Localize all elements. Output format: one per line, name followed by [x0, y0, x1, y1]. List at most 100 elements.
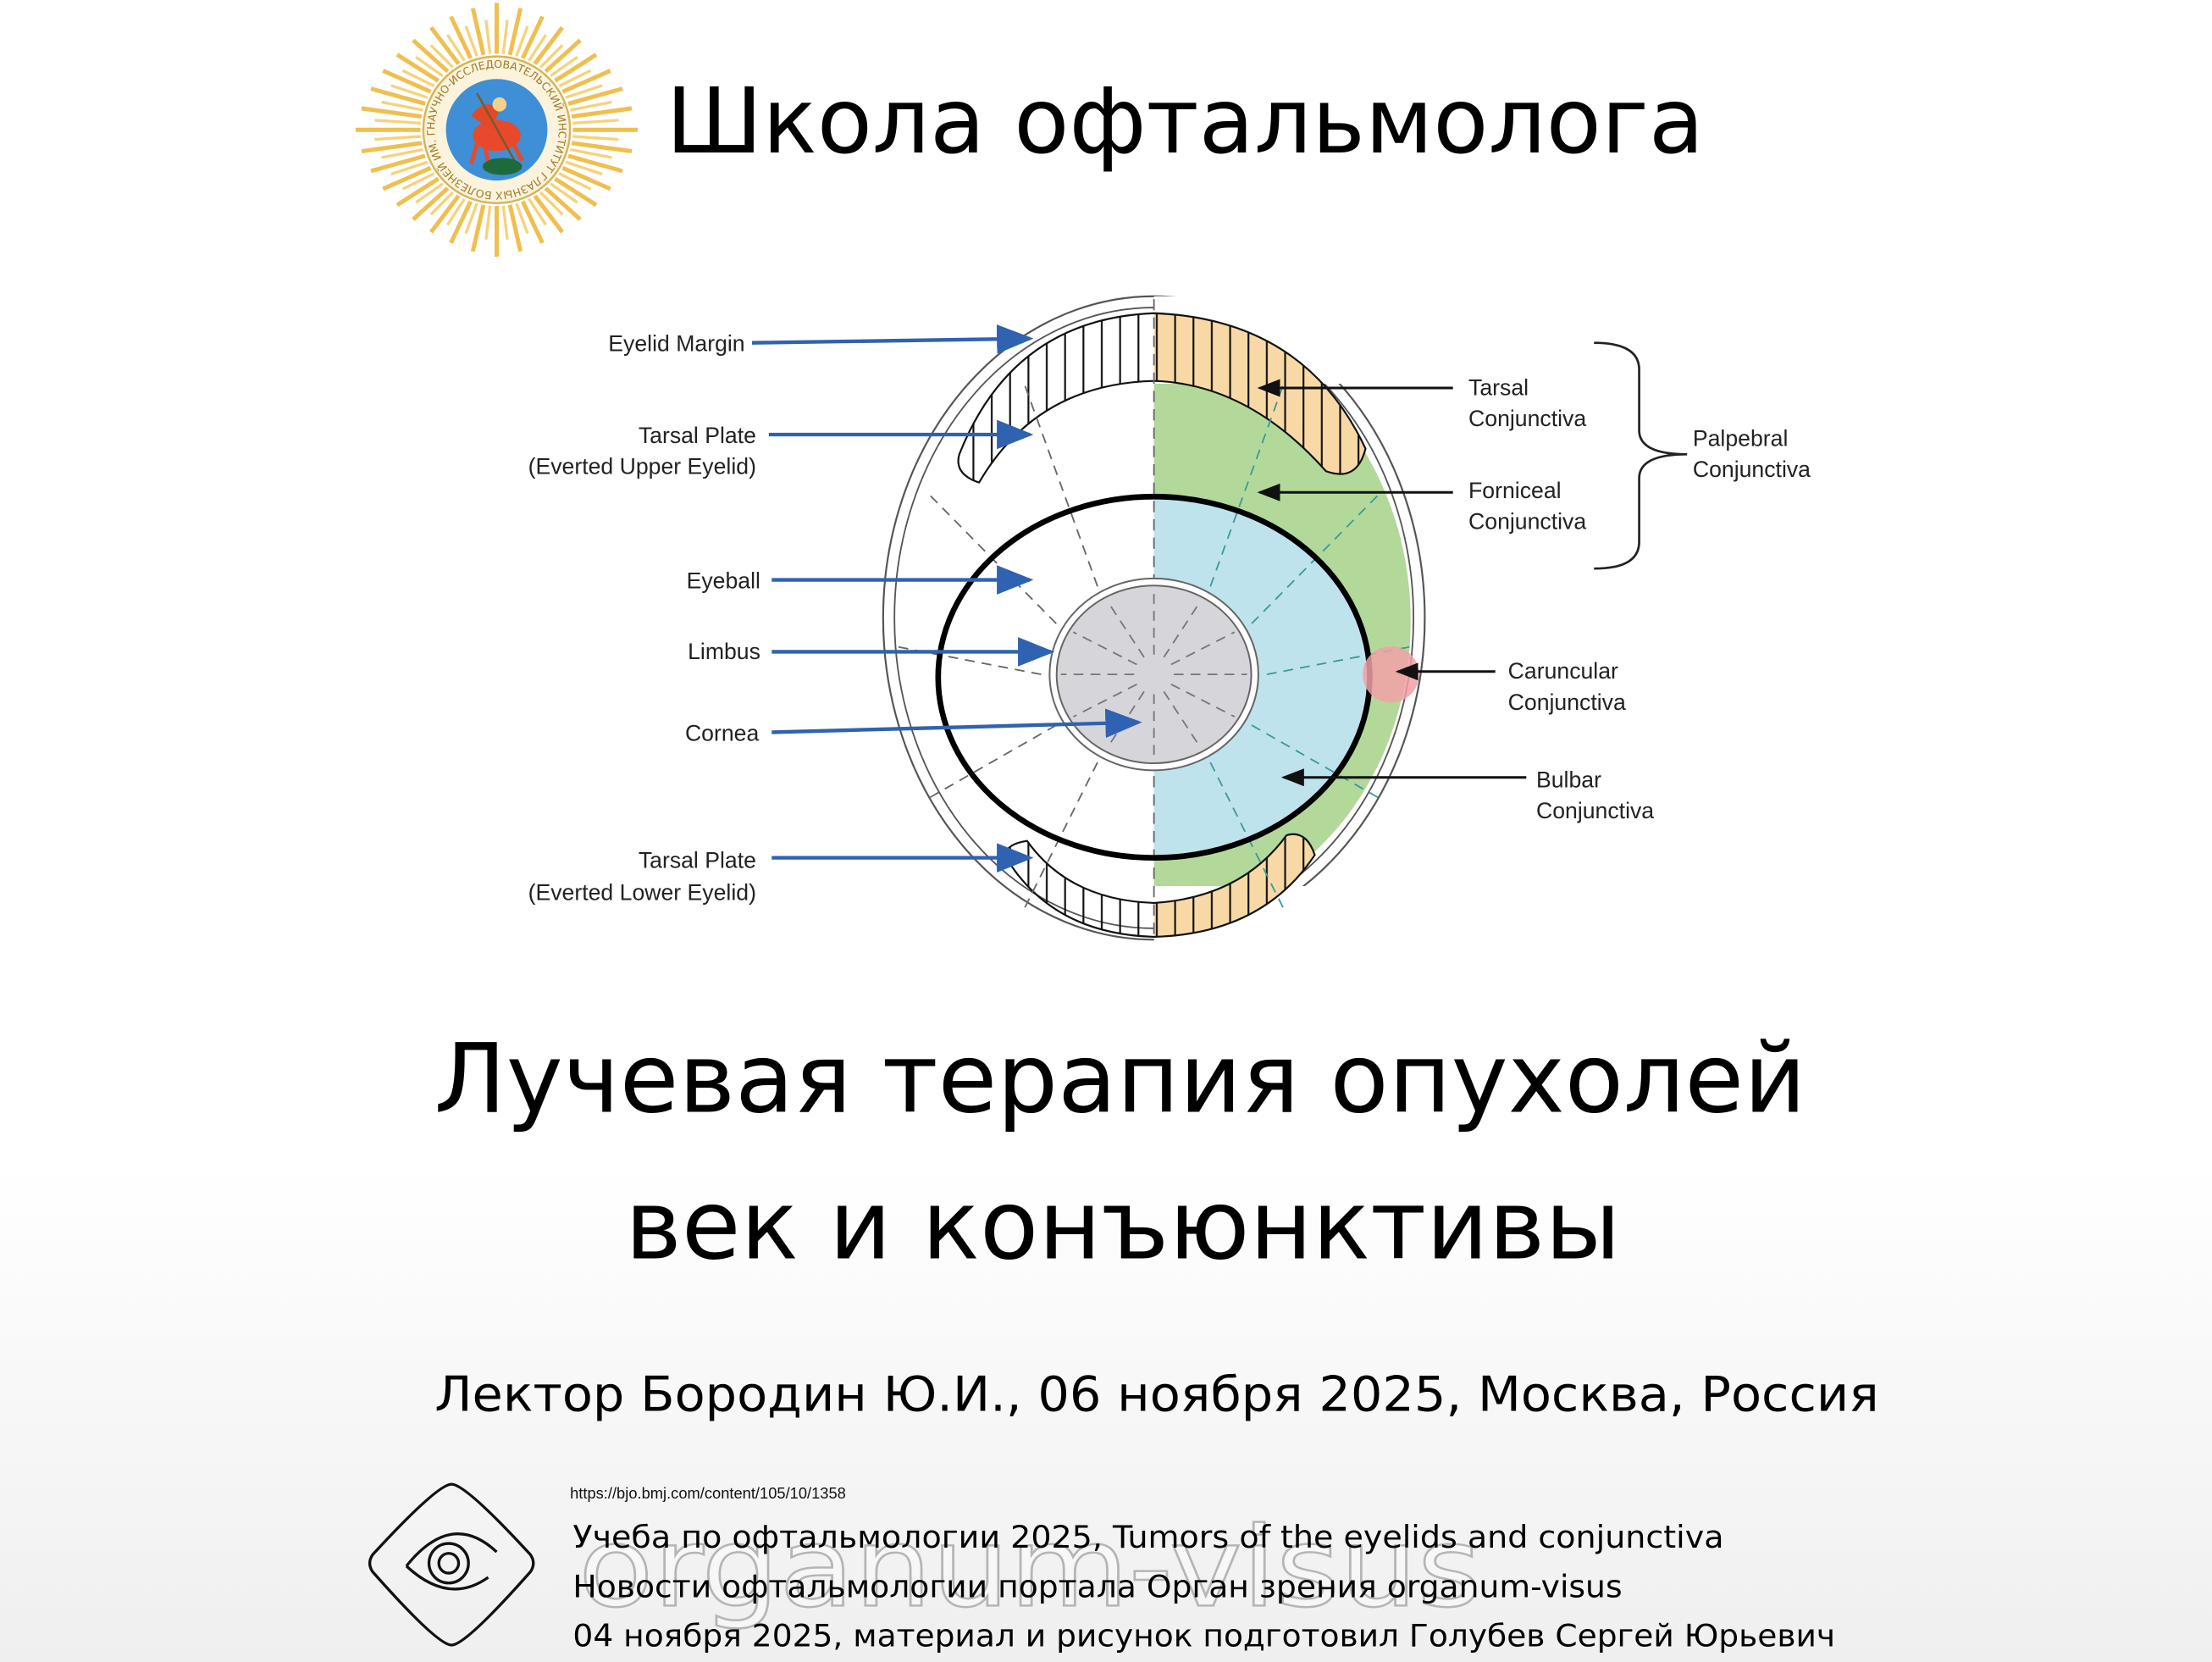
label-tarsal-upper: Tarsal Plate [639, 423, 756, 448]
logo-ray [470, 204, 486, 252]
logo-ray [571, 141, 633, 154]
logo-ray [445, 197, 466, 226]
watermark: organum-visus [578, 1503, 1481, 1632]
logo-ray [501, 19, 509, 54]
cornea-radial-line [1170, 683, 1236, 717]
label-bulbar: Bulbar [1536, 767, 1601, 792]
school-title: Школа офтальмолога [666, 69, 1704, 175]
logo-ray [395, 53, 440, 83]
footer-line2: Новости офтальмологии портала Орган зрен… [572, 1568, 1622, 1604]
logo-ray [429, 25, 461, 65]
logo-ray [567, 86, 623, 106]
logo-ray [381, 100, 423, 112]
logo-ray [484, 205, 492, 241]
logo-ray [464, 25, 478, 57]
palpebral-brace [1594, 341, 1688, 570]
logo-ray [415, 182, 444, 204]
label-bulbar-conj: Conjunctiva [1536, 798, 1654, 823]
lecture-title-line1: Лучевая терапия опухолей [434, 1022, 1806, 1134]
logo-ray [561, 165, 611, 191]
caruncle [1363, 645, 1419, 703]
logo-ray [561, 69, 611, 94]
logo-ray [533, 25, 564, 65]
logo-ray [470, 8, 486, 56]
label-limbus: Limbus [688, 639, 760, 664]
cornea-radial-line [1170, 631, 1236, 666]
logo-ray [528, 197, 548, 226]
cornea-arrow [771, 708, 1142, 739]
source-url[interactable]: https://bjo.bmj.com/content/105/10/1358 [570, 1484, 846, 1502]
logo-ray [484, 19, 492, 54]
cornea-radial-line [1106, 601, 1145, 658]
logo-ray [449, 15, 473, 59]
logo-ray [570, 100, 612, 112]
logo-ray [449, 200, 473, 244]
logo-ray [550, 182, 578, 204]
logo-ray [544, 186, 582, 221]
radial-line [1251, 724, 1380, 799]
logo-ray [572, 135, 619, 141]
label-forniceal: Forniceal [1468, 478, 1562, 503]
logo-ray [558, 172, 592, 191]
logo-ray [361, 106, 423, 119]
logo-ray [520, 15, 545, 59]
footer-line1: Учеба по офтальмологии 2025, Tumors of t… [572, 1519, 1723, 1555]
label-tarsal-upper-sub: (Everted Upper Eyelid) [528, 454, 756, 479]
logo-ray [382, 165, 432, 191]
cornea-radial-line [1073, 631, 1137, 666]
logo-ray [395, 176, 440, 208]
logo-ray [374, 135, 421, 141]
label-tarsal-lower: Tarsal Plate [639, 847, 756, 873]
logo-ray [565, 160, 603, 176]
label-palpebral-conj: Conjunctiva [1693, 457, 1811, 482]
lecturer-info: Лектор Бородин Ю.И., 06 ноября 2025, Мос… [434, 1367, 1879, 1423]
logo-ray [390, 160, 429, 176]
bulbar-region [1153, 496, 1370, 858]
radial-line [1023, 762, 1098, 910]
logo-ray [381, 147, 423, 159]
logo-ray [370, 86, 426, 106]
logo-ray [515, 202, 529, 235]
logo-ray [539, 191, 564, 216]
logo-ray [361, 141, 423, 154]
logo-ray [571, 106, 633, 119]
logo-ray [464, 202, 478, 235]
label-tarsal: Tarsal [1468, 374, 1529, 400]
logo-ray [374, 119, 421, 125]
cornea-radial-line [1163, 690, 1202, 749]
logo-ray [501, 205, 509, 241]
logo-ray [550, 56, 578, 77]
logo-ray [539, 44, 564, 69]
logo-ray [382, 69, 432, 94]
lecture-title-line2: век и конъюнктивы [625, 1170, 1621, 1282]
logo-ray [515, 25, 529, 57]
label-tarsal-conj: Conjunctiva [1468, 406, 1586, 431]
footer-line3: 04 ноября 2025, материал и рисунок подго… [572, 1618, 1835, 1654]
logo-ray [429, 191, 455, 216]
logo-ray [554, 53, 598, 83]
radial-line [1209, 383, 1285, 587]
label-caruncular-conj: Conjunctiva [1508, 690, 1626, 715]
logo-ray [401, 69, 435, 88]
cornea-radial-line [1073, 683, 1137, 717]
logo-ray [507, 204, 523, 252]
logo-ray [390, 84, 429, 99]
logo-ray [572, 119, 619, 125]
logo-ray [370, 153, 426, 174]
logo-ray [533, 194, 564, 234]
label-forniceal-conj: Conjunctiva [1468, 509, 1586, 535]
logo-ray [565, 84, 603, 99]
label-eyelid-margin: Eyelid Margin [608, 331, 744, 357]
label-tarsal-lower-sub: (Everted Lower Eyelid) [528, 880, 756, 906]
institute-logo: НАУЧНО-ИССЛЕДОВАТЕЛЬСКИЙ ИНСТИТУТ ГЛАЗНЫ… [355, 3, 639, 258]
cornea-radial-line [1106, 690, 1145, 749]
logo-ray [415, 56, 444, 77]
logo-ray [401, 172, 435, 191]
radial-line [1209, 762, 1285, 910]
conjunctiva-diagram: Eyelid Margin Tarsal Plate (Everted Uppe… [528, 295, 1811, 971]
logo-ray [528, 34, 548, 62]
cornea-radial-line [1163, 601, 1202, 658]
logo-ray [507, 8, 523, 56]
logo-ray [558, 69, 592, 88]
